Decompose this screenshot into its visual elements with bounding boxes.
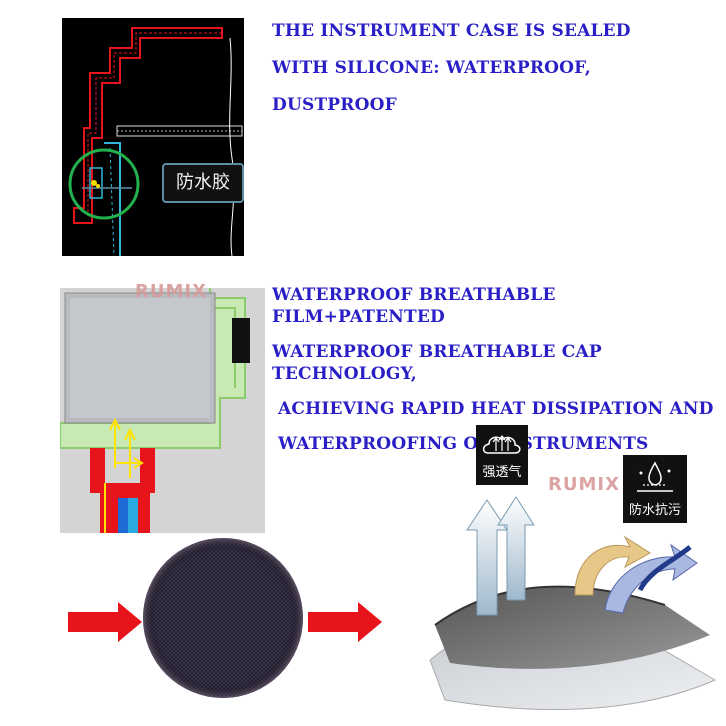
caption-line: Waterproof breathable film+patented [272,285,556,327]
breathable-film-caption: Waterproof breathable film+patented wate… [272,284,726,455]
membrane-layers-diagram [429,496,717,711]
caption-line: achieving rapid heat dissipation and [278,399,714,419]
caption-line: waterproofing of instruments [278,434,649,454]
arrow-right-icon [68,602,142,642]
breathable-icon [482,435,521,454]
membrane-mesh-disc [68,538,382,698]
silicone-seal-diagram [62,18,244,257]
caption-line: waterproof breathable cap technology, [272,342,602,384]
caption-line: The instrument case is sealed [272,21,631,41]
breathable-cap-cross-section [59,288,265,533]
waterproof-glue-label: 防水胶 [162,163,244,203]
silicone-seal-caption: The instrument case is sealed with silic… [272,20,631,116]
breathable-card: 强透气 [476,425,528,485]
watermark: RUMIX [548,474,620,495]
caption-line: dustproof [272,95,397,115]
arrow-right-icon [308,602,382,642]
caption-line: with silicone: waterproof, [272,58,591,78]
watermark: RUMIX [135,281,207,302]
breathable-cap-diagram [59,288,265,533]
waterproof-antifouling-label: 防水抗污 [628,503,681,518]
membrane-layers-illustration [425,485,720,715]
waterproof-antifouling-icon [637,461,673,492]
breathable-label: 强透气 [482,465,522,480]
waterproof-seal-diagram [68,27,243,257]
waterproof-antifouling-card: 防水抗污 [623,455,687,523]
membrane-mesh-illustration [60,535,390,710]
